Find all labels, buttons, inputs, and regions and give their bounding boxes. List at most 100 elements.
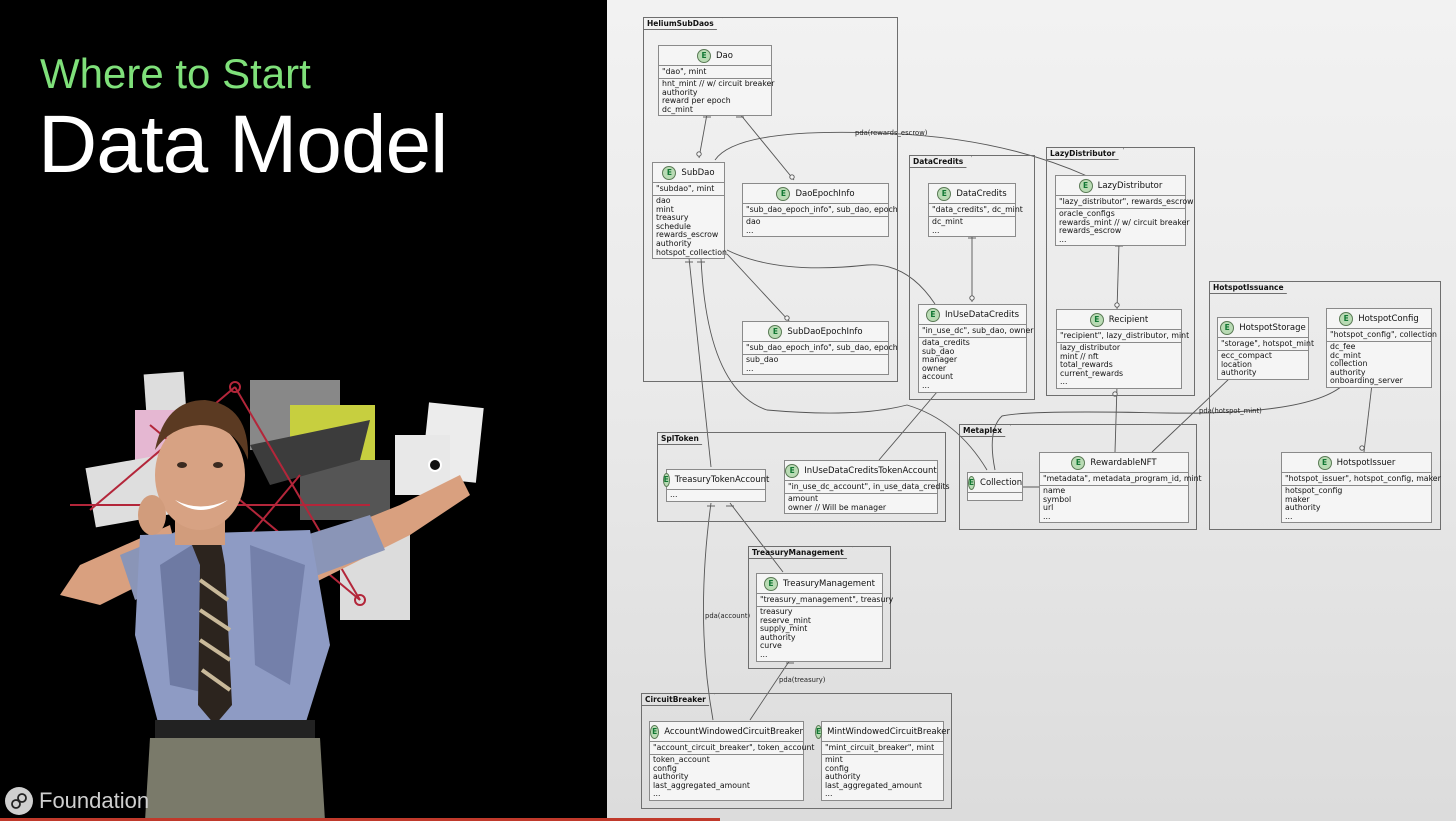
entity-key: "mint_circuit_breaker", mint xyxy=(822,742,943,755)
entity-field: last_aggregated_amount xyxy=(653,780,750,790)
entity-field: dao xyxy=(746,217,761,226)
entity-name: Recipient xyxy=(1108,314,1149,325)
entity-field: oracle_configs xyxy=(1059,209,1115,218)
entity-field: mint // nft xyxy=(1060,351,1099,361)
entity-field: account xyxy=(922,372,954,382)
entity-field: sub_dao xyxy=(922,346,955,356)
entity-field: treasury xyxy=(760,607,793,616)
slide-subtitle: Where to Start xyxy=(40,50,311,97)
relation-treasurymgmt-accountcb xyxy=(749,659,791,721)
entity-fields: ... xyxy=(667,490,765,501)
entity-field: ... xyxy=(746,225,754,235)
entity-field: ... xyxy=(1059,234,1067,244)
entity-field: rewards_escrow xyxy=(1059,226,1122,236)
relation-dao-daoepoch xyxy=(739,113,795,181)
entity-field: authority xyxy=(1221,368,1257,378)
package-metaplex: Metaplex xyxy=(959,424,1197,530)
entity-field: amount xyxy=(788,494,819,503)
entity-field: dc_mint xyxy=(662,104,693,114)
relation-inusedc-inusedctoken xyxy=(878,391,938,461)
entity-icon: E xyxy=(1078,178,1093,193)
entity-fields: dao... xyxy=(743,217,888,236)
entity-field: ... xyxy=(670,490,678,499)
edge-label-hotspot-mint: pda(hotspot_mint) xyxy=(1199,407,1262,415)
entity-field: authority xyxy=(656,238,692,248)
relation-config-collection xyxy=(991,385,1343,471)
package-data-credits: DataCredits xyxy=(909,155,1035,400)
relation-subdao-subdaoepoch xyxy=(726,253,791,323)
entity-icon: E xyxy=(1317,455,1332,470)
entity-field: owner xyxy=(922,363,947,373)
entity-icon: E xyxy=(763,576,778,591)
package-circuit-breaker: CircuitBreaker xyxy=(641,693,952,809)
progress-bar xyxy=(0,818,720,821)
entity-key: "dao", mint xyxy=(659,66,771,79)
edge-label-treasury: pda(treasury) xyxy=(779,676,826,684)
entity-field: token_account xyxy=(653,755,710,764)
foundation-logo-icon xyxy=(5,787,33,815)
entity-field: url xyxy=(1043,503,1054,513)
entity-field: reward per epoch xyxy=(662,96,731,106)
entity-field: data_credits xyxy=(922,338,970,347)
entity-name: DataCredits xyxy=(956,188,1007,199)
entity-key: "recipient", lazy_distributor, mint xyxy=(1057,330,1189,343)
entity-field: treasury xyxy=(656,213,689,223)
entity-field: authority xyxy=(760,632,796,642)
entity-icon: E xyxy=(768,324,783,339)
data-model-diagram: pda(rewards_escrow) pda(hotspot_mint) pd… xyxy=(607,0,1456,821)
package-label: HotspotIssuance xyxy=(1209,281,1293,294)
entity-icon: E xyxy=(1071,455,1086,470)
entity-field: ... xyxy=(1043,511,1051,521)
entity-key: "data_credits", dc_mint xyxy=(929,204,1023,217)
entity-key: "lazy_distributor", rewards_escrow xyxy=(1056,196,1194,209)
entity-field: curve xyxy=(760,641,782,651)
entity-name: HotspotIssuer xyxy=(1336,457,1396,468)
entity-field: ecc_compact xyxy=(1221,351,1272,360)
entity-key: "sub_dao_epoch_info", sub_dao, epoch xyxy=(743,342,898,355)
entity-name: InUseDataCredits xyxy=(944,309,1020,320)
entity-field: maker xyxy=(1285,494,1310,504)
entity-field: name xyxy=(1043,486,1066,495)
entity-field: hotspot_collection xyxy=(656,247,727,257)
entity-key: "hotspot_config", collection xyxy=(1327,329,1437,342)
entity-field: manager xyxy=(922,355,958,365)
entity-name: HotspotStorage xyxy=(1239,322,1306,333)
entity-field: config xyxy=(825,763,849,773)
diagram-relations xyxy=(685,113,1376,721)
package-label: TreasuryManagement xyxy=(748,546,853,559)
entity-name: TreasuryTokenAccount xyxy=(674,474,770,485)
relation-config-issuer xyxy=(1363,383,1373,453)
entity-field: lazy_distributor xyxy=(1060,343,1121,352)
entity-icon: E xyxy=(967,475,976,490)
package-hotspot-issuance: HotspotIssuance xyxy=(1209,281,1441,530)
entity-icon: E xyxy=(662,165,677,180)
entity-field: rewards_escrow xyxy=(656,230,719,240)
package-label: SplToken xyxy=(657,432,708,445)
